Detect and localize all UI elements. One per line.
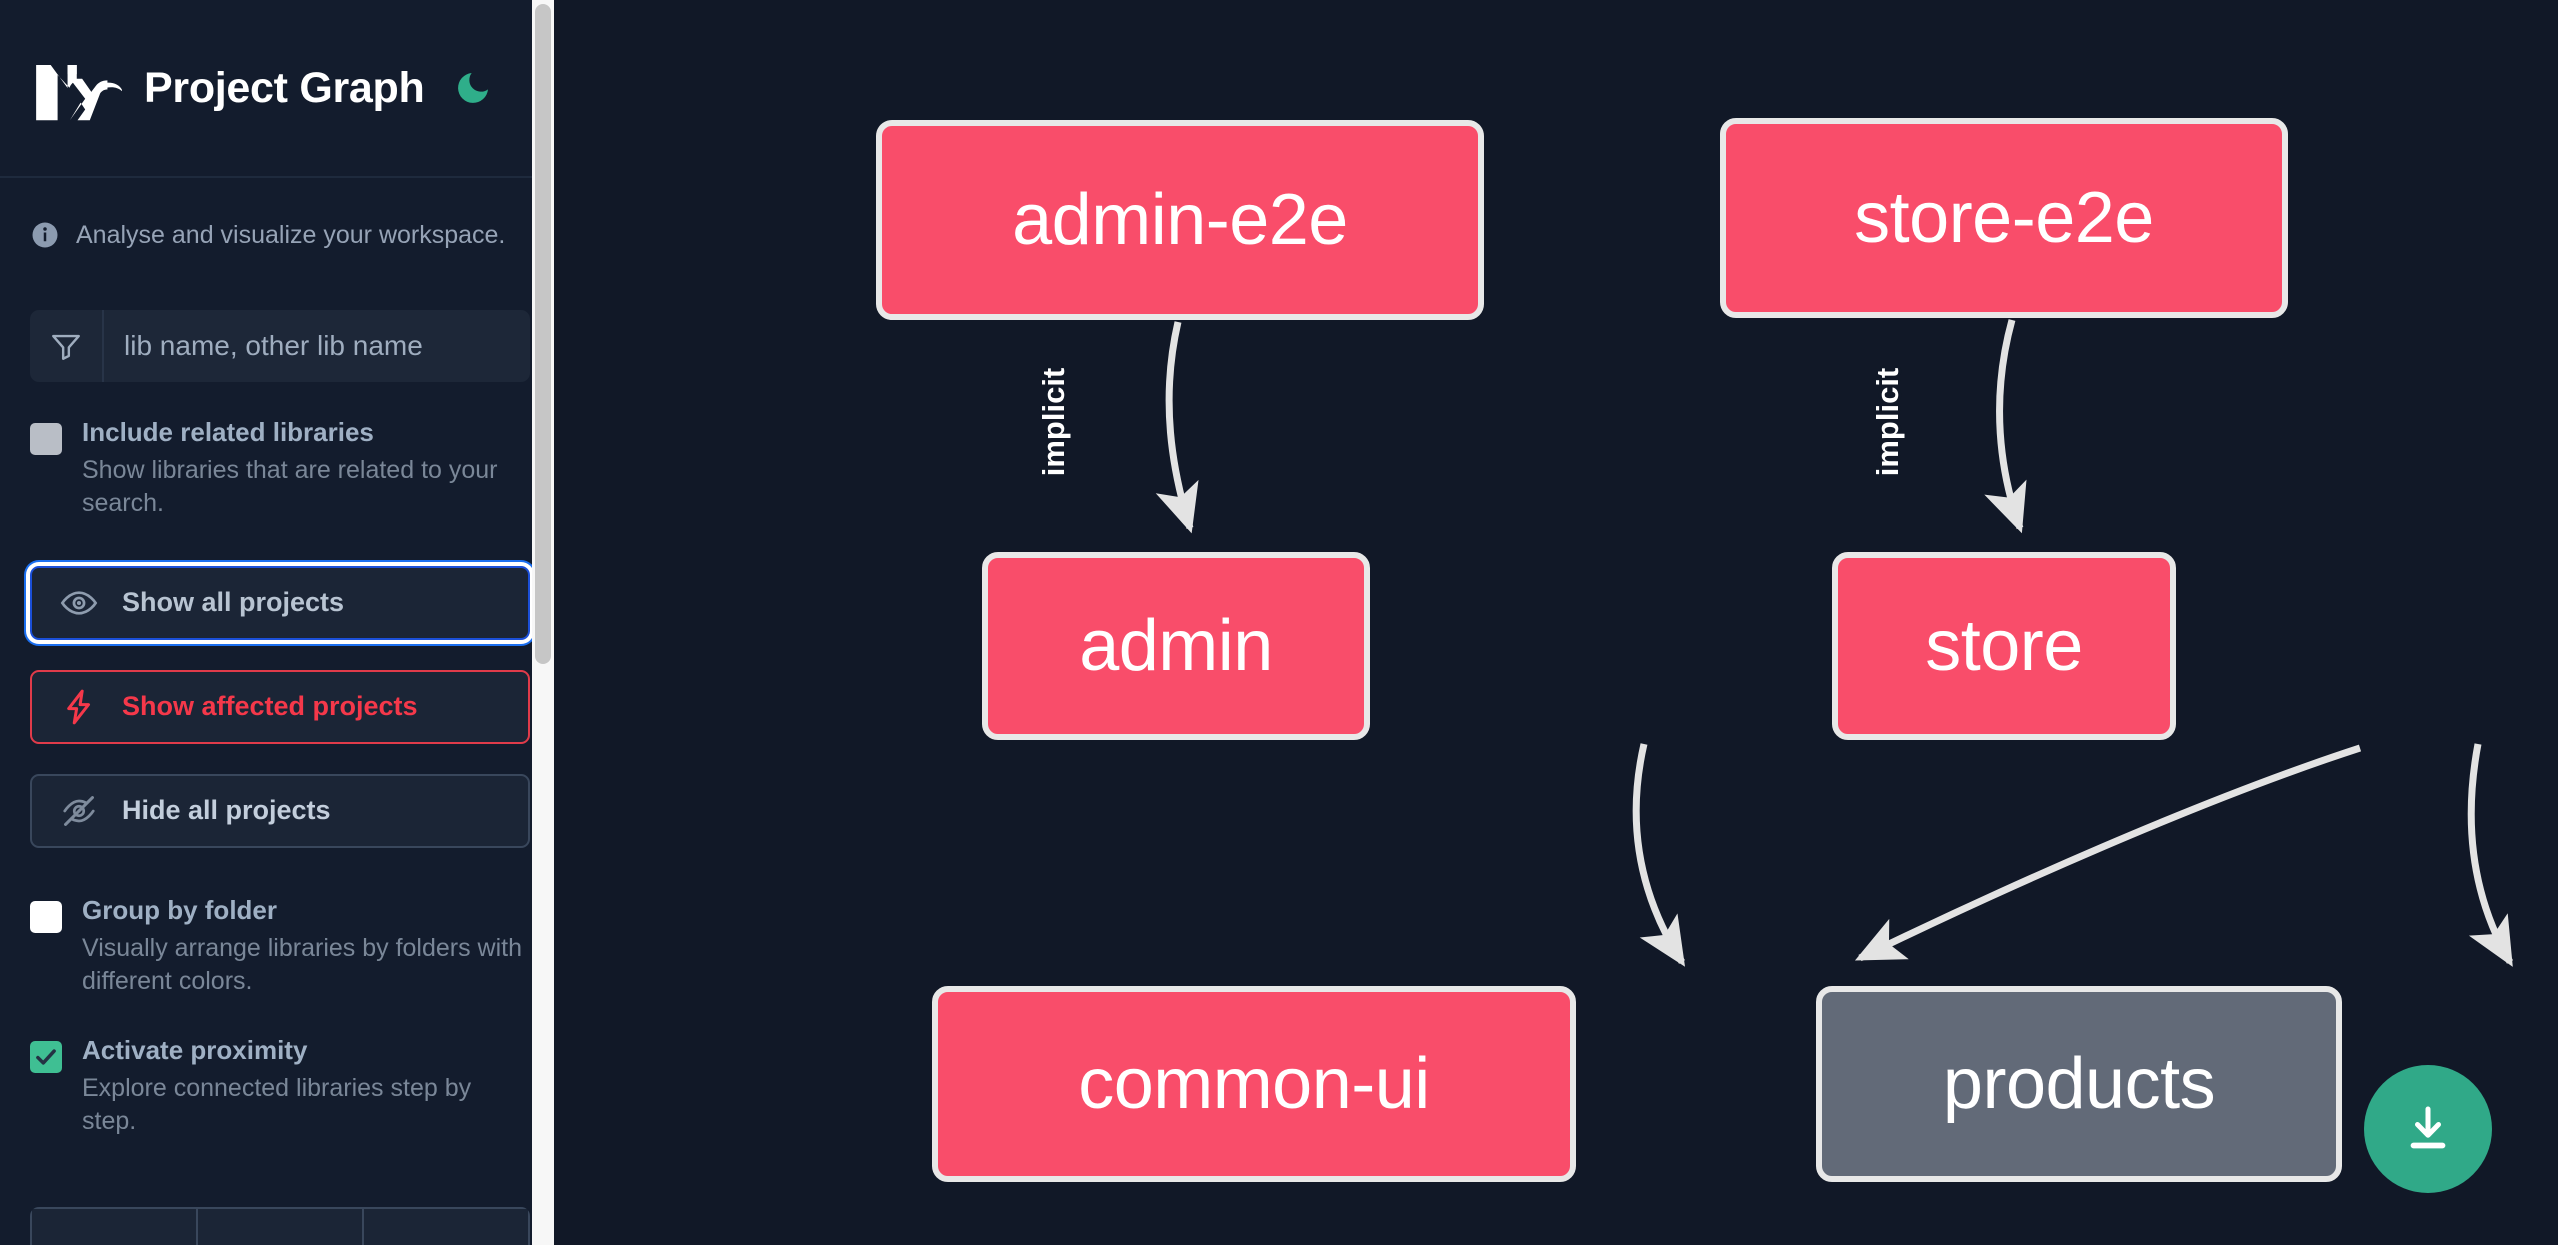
checkbox-group-by-folder-desc: Visually arrange libraries by folders wi… xyxy=(82,933,523,995)
edge-store-to-common-ui xyxy=(1854,744,2362,962)
sidebar: Project Graph Analyse and visualize your… xyxy=(0,0,560,1245)
show-all-projects-label: Show all projects xyxy=(122,587,345,618)
proximity-step-increase-button[interactable] xyxy=(362,1207,530,1245)
checkbox-activate-proximity-box[interactable] xyxy=(30,1040,62,1073)
checkbox-group-by-folder-box[interactable] xyxy=(30,900,62,933)
checkbox-include-related-libraries-box[interactable] xyxy=(30,423,62,455)
show-affected-projects-label: Show affected projects xyxy=(122,691,418,722)
download-graph-button[interactable] xyxy=(2364,1065,2492,1193)
search-input[interactable] xyxy=(104,310,530,382)
edge-admin-to-common-ui xyxy=(1632,743,1686,967)
filter-funnel-icon xyxy=(30,310,104,382)
graph-node-store[interactable]: store xyxy=(1832,552,2176,740)
checkbox-include-related-libraries-label: Include related libraries xyxy=(82,417,374,447)
info-circle-icon xyxy=(30,220,60,250)
sidebar-body: Analyse and visualize your workspace. In… xyxy=(0,220,560,1245)
edge-admin-e2e-to-admin xyxy=(1155,321,1199,534)
eye-off-icon xyxy=(58,792,100,830)
edge-label-admin-implicit: implicit xyxy=(1036,367,1071,477)
sidebar-edge xyxy=(554,0,560,1245)
search-box[interactable] xyxy=(30,310,530,382)
hide-all-projects-label: Hide all projects xyxy=(122,795,331,826)
hide-all-projects-button[interactable]: Hide all projects xyxy=(30,773,530,848)
edge-store-e2e-to-store xyxy=(1984,319,2027,534)
workspace-info: Analyse and visualize your workspace. xyxy=(30,220,530,250)
graph-node-admin-e2e[interactable]: admin-e2e xyxy=(876,120,1484,320)
show-all-projects-button[interactable]: Show all projects xyxy=(30,565,530,640)
checkbox-include-related-libraries-desc: Show libraries that are related to your … xyxy=(82,455,498,517)
edge-label-store-implicit: implicit xyxy=(1870,367,1905,477)
sidebar-scrollbar[interactable] xyxy=(532,0,554,1245)
graph-node-products[interactable]: products xyxy=(1816,986,2342,1182)
edge-store-to-products xyxy=(2467,743,2514,967)
proximity-step-button-group[interactable] xyxy=(30,1207,530,1245)
workspace-info-text: Analyse and visualize your workspace. xyxy=(76,221,506,249)
lightning-bolt-icon xyxy=(58,688,100,726)
checkbox-activate-proximity[interactable]: Activate proximity Explore connected lib… xyxy=(30,1034,530,1138)
checkbox-activate-proximity-label: Activate proximity xyxy=(82,1034,308,1065)
moon-icon[interactable] xyxy=(452,67,494,109)
checkbox-group-by-folder-label: Group by folder xyxy=(82,894,277,925)
checkbox-activate-proximity-desc: Explore connected libraries step by step… xyxy=(82,1073,472,1135)
sidebar-header: Project Graph xyxy=(0,0,560,178)
download-icon xyxy=(2410,1106,2446,1149)
graph-canvas[interactable]: admin-e2e store-e2e admin store common-u… xyxy=(560,0,2558,1245)
proximity-step-decrease-button[interactable] xyxy=(30,1207,196,1245)
graph-edges xyxy=(1155,319,2514,967)
show-affected-projects-button[interactable]: Show affected projects xyxy=(30,669,530,744)
nx-logo-icon xyxy=(30,52,123,124)
graph-node-store-e2e[interactable]: store-e2e xyxy=(1720,118,2288,318)
page-title: Project Graph xyxy=(144,63,425,112)
graph-node-admin[interactable]: admin xyxy=(982,552,1370,740)
eye-icon xyxy=(58,584,100,622)
checkbox-group-by-folder[interactable]: Group by folder Visually arrange librari… xyxy=(30,894,530,998)
graph-node-common-ui[interactable]: common-ui xyxy=(932,986,1576,1182)
proximity-step-value xyxy=(196,1207,362,1245)
checkbox-include-related-libraries[interactable]: Include related libraries Show libraries… xyxy=(30,417,530,520)
sidebar-scrollbar-thumb[interactable] xyxy=(535,4,551,664)
